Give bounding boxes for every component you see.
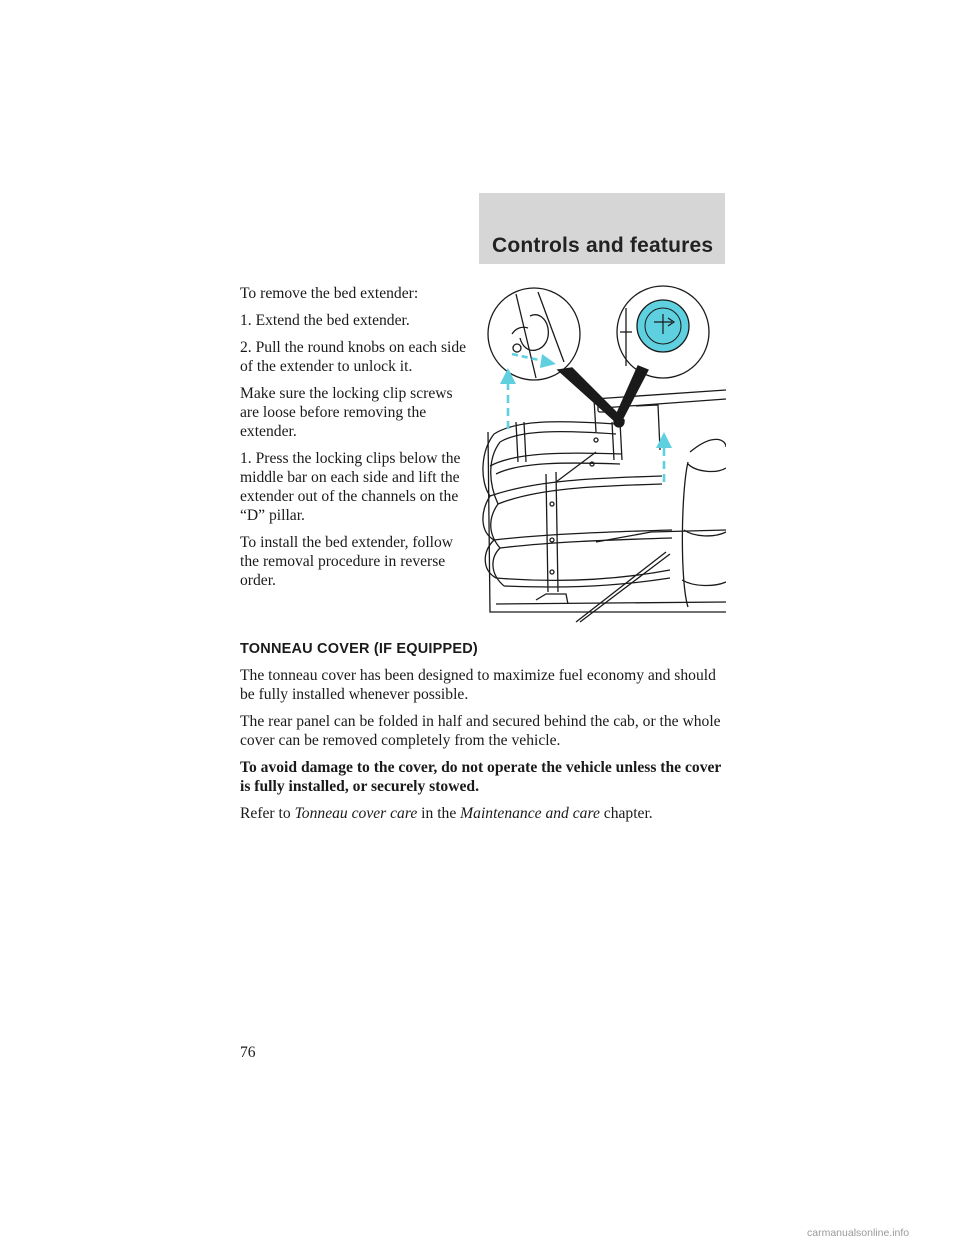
paragraph: 1. Press the locking clips below the mid… (240, 450, 461, 524)
watermark: carmanualsonline.info (807, 1227, 910, 1239)
paragraph: The tonneau cover has been designed to m… (240, 667, 716, 703)
paragraph: 2. Pull the round knobs on each side of … (240, 339, 467, 375)
bed-extender-instructions: To remove the bed extender: 1. Extend th… (240, 284, 472, 598)
reference-link-maintenance: Maintenance and care (460, 805, 600, 822)
paragraph: To remove the bed extender: (240, 285, 419, 302)
reference-link-tonneau-care: Tonneau cover care (294, 805, 418, 822)
section-title: Controls and features (492, 234, 714, 257)
refer-prefix: Refer to (240, 805, 295, 822)
refer-middle: in the (417, 805, 461, 822)
page-number: 76 (240, 1044, 256, 1061)
paragraph: To install the bed extender, follow the … (240, 534, 454, 589)
bed-extender-illustration (476, 282, 726, 624)
paragraph: The rear panel can be folded in half and… (240, 713, 721, 749)
tonneau-section: TONNEAU COVER (IF EQUIPPED) The tonneau … (240, 640, 726, 831)
refer-suffix: chapter. (599, 805, 653, 822)
paragraph: Make sure the locking clip screws are lo… (240, 385, 453, 440)
bed-extender-illustration-icon (482, 285, 726, 623)
paragraph: 1. Extend the bed extender. (240, 312, 410, 329)
section-header: Controls and features (479, 193, 725, 264)
warning-text: To avoid damage to the cover, do not ope… (240, 759, 722, 795)
section-heading: TONNEAU COVER (IF EQUIPPED) (240, 641, 478, 657)
reference-paragraph: Refer to Tonneau cover care in the Maint… (240, 804, 726, 823)
